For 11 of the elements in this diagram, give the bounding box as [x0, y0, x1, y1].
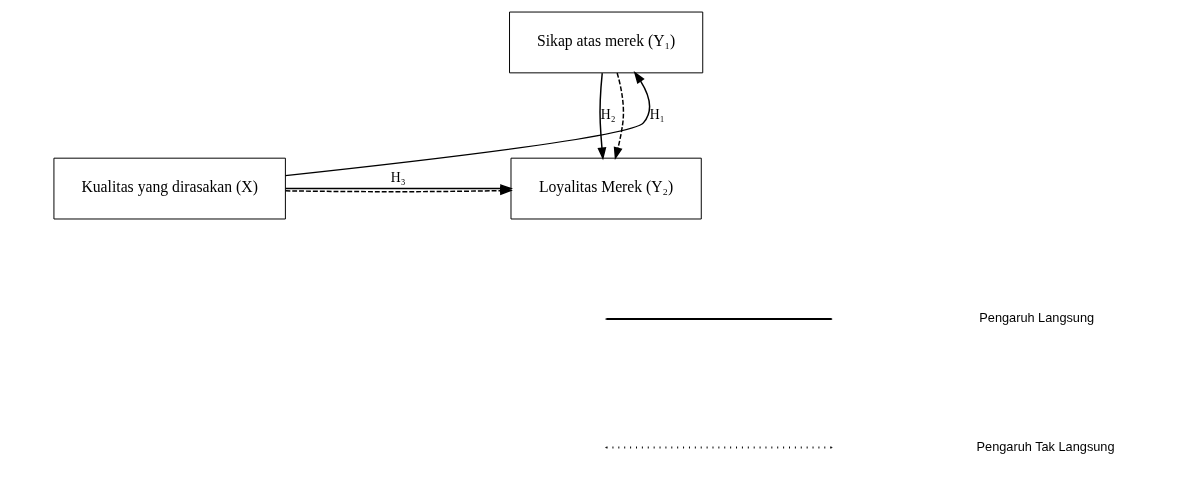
- arrow: [284, 71, 650, 177]
- edge-label: H₃: [390, 169, 406, 185]
- legend-label: Pengaruh Langsung: [978, 310, 1094, 326]
- node-box: Sikap atas merek (Y₁): [508, 11, 703, 74]
- node-box: Kualitas yang dirasakan (X): [52, 157, 286, 220]
- edge-label: H₂: [600, 107, 615, 123]
- arrow: [613, 72, 624, 161]
- arrow: [596, 72, 606, 161]
- legend-label: Pengaruh Tak Langsung: [976, 438, 1115, 454]
- edge-label: H₁: [649, 107, 664, 123]
- node-box: Loyalitas Merek (Y₂): [510, 157, 702, 220]
